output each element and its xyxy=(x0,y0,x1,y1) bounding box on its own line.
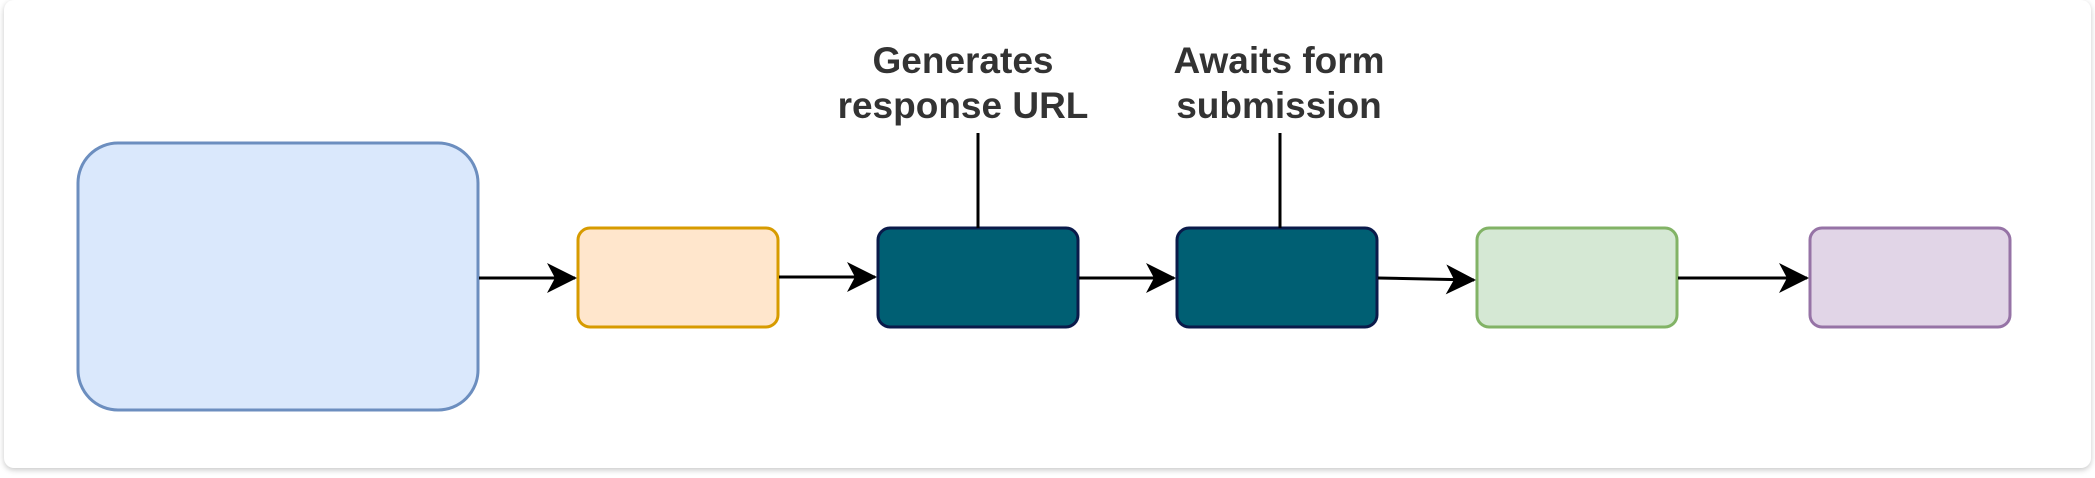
await-submission-node[interactable] xyxy=(1175,226,1379,329)
edge-await-to-green[interactable] xyxy=(1377,264,1476,295)
label-generates-line2: response URL xyxy=(838,85,1089,126)
orange-node[interactable] xyxy=(576,226,780,329)
big-blue-node[interactable] xyxy=(76,141,480,412)
label-awaits-line2: submission xyxy=(1176,85,1382,126)
green-node[interactable] xyxy=(1475,226,1679,329)
label-awaits-line1: Awaits form xyxy=(1173,40,1384,81)
purple-node[interactable] xyxy=(1808,226,2012,329)
generate-url-node[interactable] xyxy=(876,226,1080,329)
label-generates-line1: Generates xyxy=(873,40,1054,81)
